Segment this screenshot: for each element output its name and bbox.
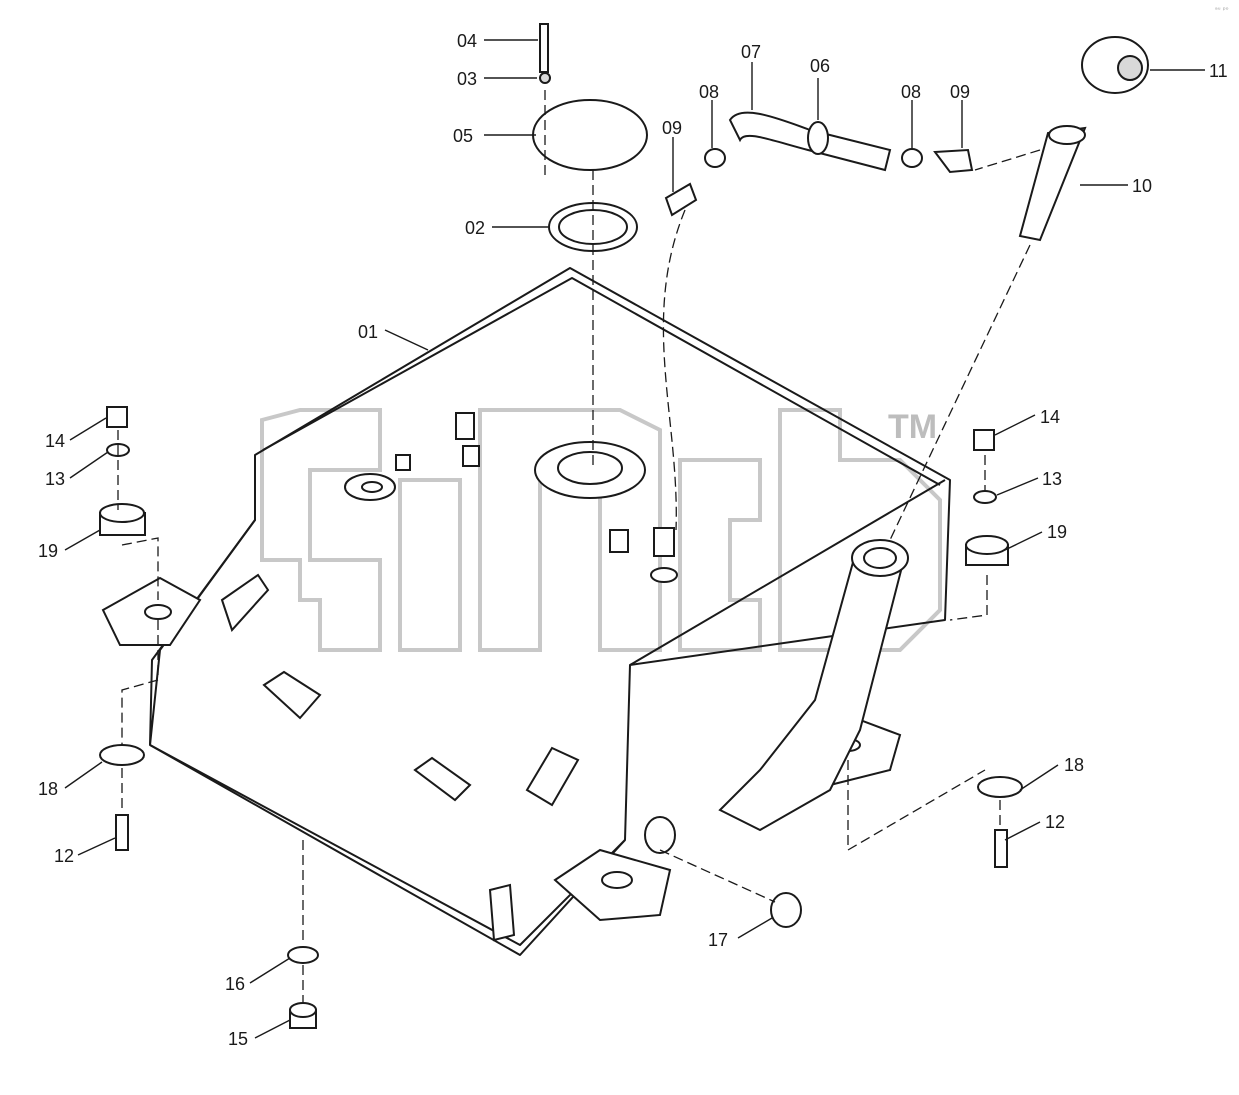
mount-hardware	[99, 406, 1023, 1029]
watermark-logo: TM	[260, 408, 942, 652]
elbow-09-left	[664, 182, 698, 217]
washer-18-right	[977, 776, 1023, 798]
nut-14-left	[106, 406, 128, 428]
label-02: 02	[465, 218, 485, 238]
bolt-12-right	[994, 829, 1008, 868]
label-08-right: 08	[901, 82, 921, 102]
label-18-right: 18	[1064, 755, 1084, 775]
cover-plate-05	[532, 99, 648, 171]
nut-14-right	[973, 429, 995, 451]
label-19-right: 19	[1047, 522, 1067, 542]
clamp-08-left	[704, 148, 726, 168]
label-10: 10	[1132, 176, 1152, 196]
filler-tube-10	[1018, 126, 1087, 242]
label-06: 06	[810, 56, 830, 76]
bolt-04	[539, 23, 549, 73]
label-13-right: 13	[1042, 469, 1062, 489]
seal-16	[287, 946, 319, 964]
washer-13-right	[973, 490, 997, 504]
label-17: 17	[708, 930, 728, 950]
label-07: 07	[741, 42, 761, 62]
label-14-right: 14	[1040, 407, 1060, 427]
label-13-left: 13	[45, 469, 65, 489]
assembly-lines	[117, 90, 1041, 1002]
washer-03	[539, 72, 551, 84]
corner-mark: ᵃᵘ ᵖᵒ	[1215, 6, 1229, 14]
label-15: 15	[228, 1029, 248, 1049]
washer-18-left	[99, 744, 145, 766]
label-08-left: 08	[699, 82, 719, 102]
label-16: 16	[225, 974, 245, 994]
label-03: 03	[457, 69, 477, 89]
label-14-left: 14	[45, 431, 65, 451]
label-11: 11	[1209, 61, 1228, 81]
label-05: 05	[453, 126, 473, 146]
label-04: 04	[457, 31, 477, 51]
label-09-right: 09	[950, 82, 970, 102]
label-09-left: 09	[662, 118, 682, 138]
fuel-tank	[101, 267, 951, 956]
label-12-right: 12	[1045, 812, 1065, 832]
watermark-trademark: TM	[888, 408, 937, 446]
clip-06	[807, 121, 829, 155]
plug-17	[770, 892, 802, 928]
clamp-08-right	[901, 148, 923, 168]
elbow-09-right	[933, 148, 974, 174]
label-12-left: 12	[54, 846, 74, 866]
label-01: 01	[358, 322, 378, 342]
top-components	[532, 23, 1149, 252]
leader-lines	[64, 39, 1205, 1039]
label-18-left: 18	[38, 779, 58, 799]
label-19-left: 19	[38, 541, 58, 561]
part-labels: 01 02 03 04 05 06 07 08 08 09 09 10 11 1…	[38, 31, 1228, 1049]
bolt-12-left	[115, 814, 129, 851]
